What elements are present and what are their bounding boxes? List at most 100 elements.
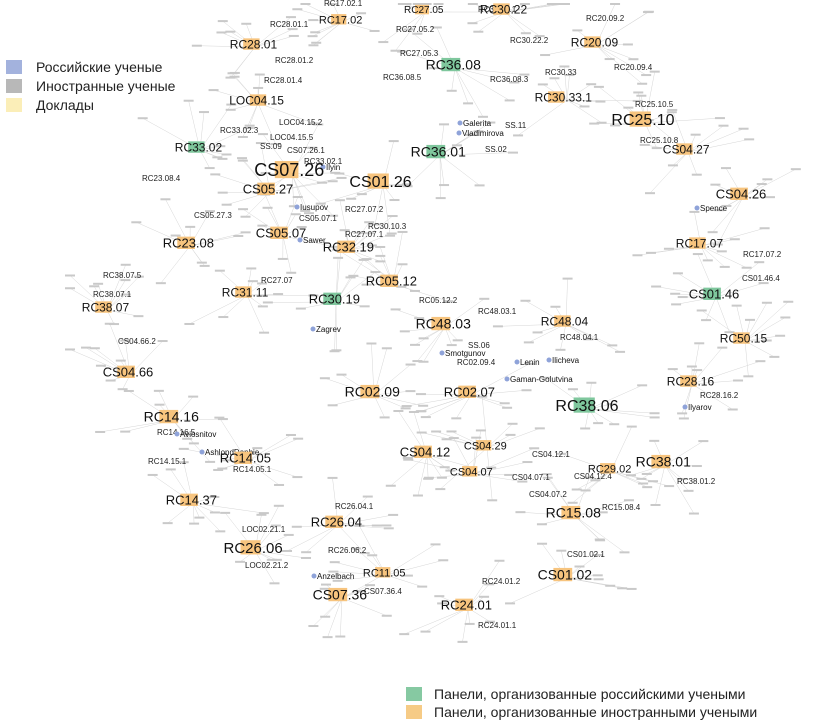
report-node [339, 229, 350, 232]
report-node [291, 525, 302, 528]
graph-edge [246, 438, 299, 462]
graph-edge [199, 149, 210, 169]
report-node [691, 465, 702, 468]
report-node [412, 32, 423, 35]
graph-edge [644, 117, 720, 124]
report-node [221, 153, 232, 156]
graph-edge [439, 154, 445, 186]
graph-edge [189, 232, 246, 247]
graph-edge [715, 296, 730, 333]
report-node [334, 172, 345, 175]
panel-label: CS04.12 [400, 445, 451, 460]
panel-label: RC20.09 [571, 35, 619, 49]
report-node [244, 124, 255, 127]
report-node [285, 433, 296, 436]
report-node [507, 151, 518, 154]
report-node [664, 485, 675, 488]
subpanel-label: CS04.07.2 [529, 490, 567, 499]
report-node [319, 377, 330, 380]
report-node [574, 565, 585, 568]
report-node [204, 167, 215, 170]
report-node [731, 304, 742, 307]
graph-edge [373, 364, 411, 396]
graph-edge [470, 394, 505, 404]
report-node [194, 516, 205, 519]
report-node [555, 348, 566, 351]
report-node [716, 250, 727, 253]
report-node [504, 99, 515, 102]
subpanel-label: RC48.04.1 [560, 333, 599, 342]
graph-edge [439, 154, 480, 186]
panel-label: LOC04.15 [229, 93, 284, 107]
graph-edge [383, 11, 426, 43]
report-node [95, 430, 106, 433]
report-node [381, 524, 392, 527]
graph-edge [664, 464, 697, 467]
report-node [505, 433, 516, 436]
report-node [133, 315, 144, 318]
report-node [133, 275, 144, 278]
graph-edge [687, 139, 750, 153]
report-node [385, 234, 396, 237]
report-node [371, 524, 382, 527]
report-node [205, 460, 216, 463]
report-node [188, 395, 199, 398]
graph-edge [160, 245, 191, 284]
report-node [252, 447, 263, 450]
report-node [328, 570, 339, 573]
panel-highlight [95, 301, 112, 313]
report-node [256, 513, 267, 516]
subpanel-label: RC28.16.2 [700, 391, 739, 400]
report-node [439, 184, 450, 187]
subpanel-label: RC33.02.3 [220, 126, 259, 135]
report-node [364, 221, 375, 224]
report-node [240, 231, 251, 234]
panel-highlight [462, 466, 478, 477]
report-node [637, 82, 648, 85]
report-node [638, 482, 649, 485]
graph-edge [664, 464, 689, 492]
graph-edge [705, 296, 717, 321]
panel-highlight [584, 36, 601, 48]
report-node [214, 416, 225, 419]
report-node [438, 559, 449, 562]
graph-edge [341, 597, 387, 616]
report-node [355, 590, 366, 593]
report-node [238, 208, 249, 211]
report-node [615, 350, 626, 353]
report-node [420, 416, 431, 419]
report-node [586, 381, 597, 384]
report-node [416, 410, 427, 413]
graph-edge [528, 323, 567, 343]
report-node [430, 543, 441, 546]
panel-highlight [337, 240, 355, 253]
report-node [403, 28, 414, 31]
report-node [507, 422, 518, 425]
report-node [258, 512, 269, 515]
report-node [610, 3, 621, 5]
report-node [436, 476, 447, 479]
report-node [95, 364, 106, 367]
graph-edge [286, 524, 339, 552]
report-node [580, 427, 591, 430]
panel-label: RC24.01 [441, 598, 492, 613]
report-node [210, 173, 221, 176]
panel-highlight [689, 237, 706, 249]
report-node [649, 439, 660, 442]
report-node [446, 89, 457, 92]
graph-edge [313, 597, 343, 627]
report-node [214, 269, 225, 272]
panel-label: RC31.11 [222, 285, 269, 299]
report-node [327, 404, 338, 407]
report-node [370, 271, 381, 274]
graph-edge [417, 11, 426, 34]
graph-edge [335, 271, 376, 303]
report-node [345, 276, 356, 279]
report-node [333, 256, 344, 259]
panel-highlight [243, 38, 260, 50]
report-node [233, 234, 244, 237]
graph-edge [454, 67, 469, 104]
report-node [479, 595, 490, 598]
graph-edge [664, 440, 704, 466]
panel-highlight [270, 226, 288, 239]
